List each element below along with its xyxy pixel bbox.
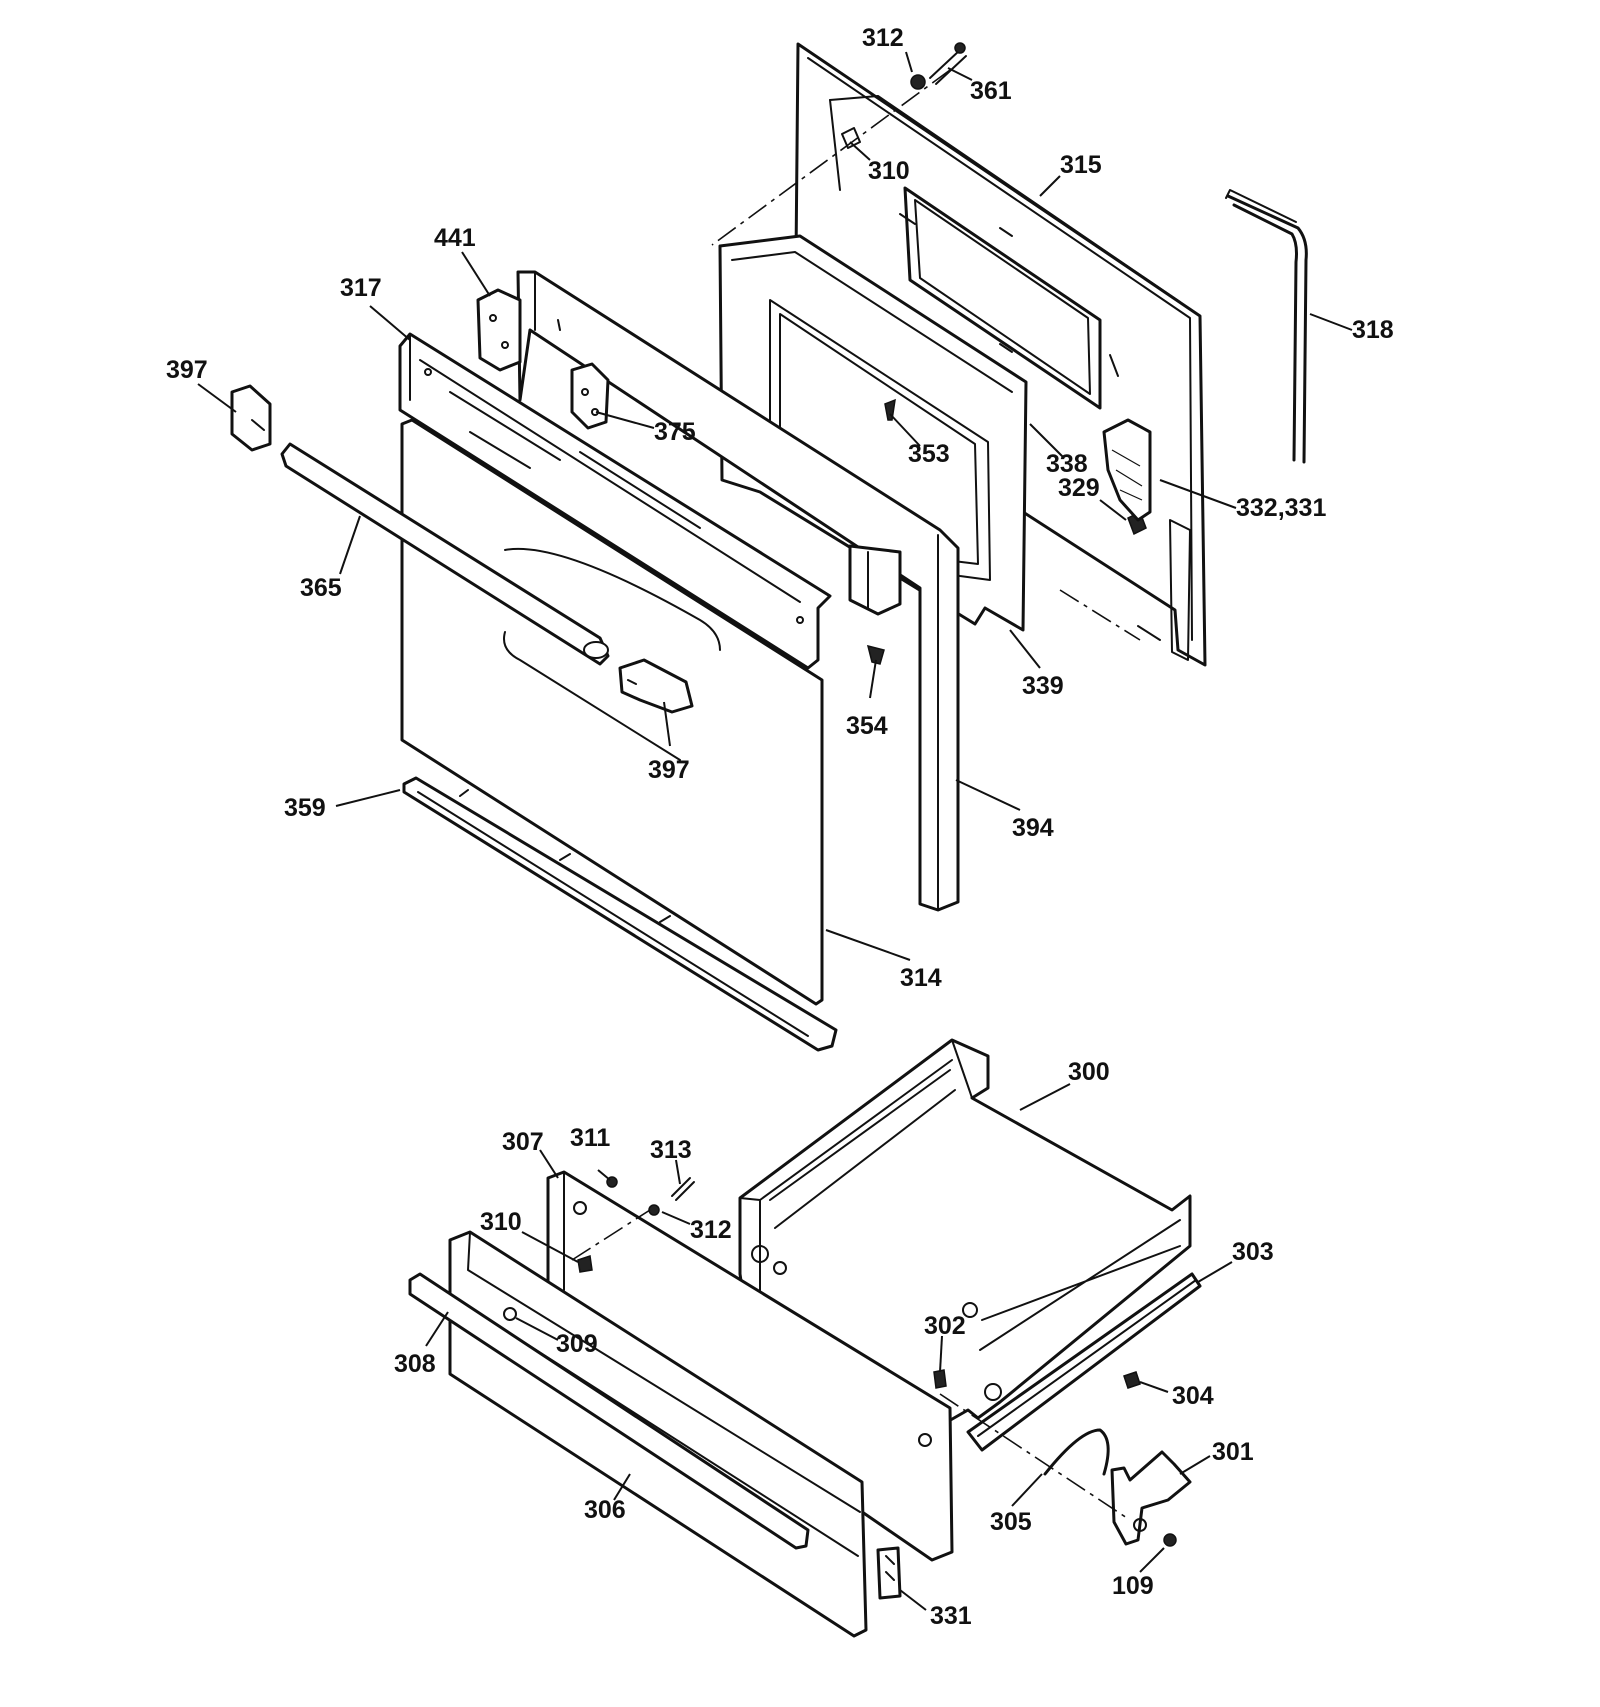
axis-line-drawer-a (571, 1209, 651, 1261)
label-310-upper: 310 (868, 157, 910, 185)
label-302: 302 (924, 1312, 966, 1340)
hinge-bracket-441 (476, 288, 522, 372)
label-365: 365 (300, 574, 342, 602)
drawer-rail-303 (966, 1272, 1202, 1452)
handle-end-cap-397-right (618, 658, 694, 714)
door-handle-365 (280, 442, 610, 666)
door-top-trim-317 (398, 332, 832, 670)
door-liner-315 (793, 42, 1207, 667)
label-317: 317 (340, 274, 382, 302)
label-310-lower: 310 (480, 1208, 522, 1236)
label-361: 361 (970, 77, 1012, 105)
label-331: 331 (930, 1602, 972, 1630)
axis-line-drawer-b (939, 1393, 1131, 1521)
label-109: 109 (1112, 1572, 1154, 1600)
label-309: 309 (556, 1330, 598, 1358)
spring-305 (1043, 1428, 1110, 1476)
label-313: 313 (650, 1136, 692, 1164)
screw-353 (884, 398, 896, 421)
label-338: 338 (1046, 450, 1088, 478)
screw-354 (866, 644, 885, 665)
label-305: 305 (990, 1508, 1032, 1536)
label-441: 441 (434, 224, 476, 252)
label-308: 308 (394, 1350, 436, 1378)
axis-line-upper (711, 69, 951, 246)
leader-lines (197, 51, 1353, 1611)
nut-109 (1163, 1533, 1177, 1547)
nut-312-upper (910, 74, 926, 90)
label-353: 353 (908, 440, 950, 468)
label-318: 318 (1352, 316, 1394, 344)
label-312-upper: 312 (862, 24, 904, 52)
label-304: 304 (1172, 1382, 1214, 1410)
label-315: 315 (1060, 151, 1102, 179)
door-frame-394 (516, 270, 960, 912)
label-354: 354 (846, 712, 888, 740)
block-331 (876, 1546, 902, 1600)
label-312-lower: 312 (690, 1216, 732, 1244)
roller-304 (1123, 1371, 1141, 1389)
drawer-handle-308 (408, 1272, 810, 1550)
label-306: 306 (584, 1496, 626, 1524)
screw-361 (929, 42, 967, 85)
label-375: 375 (654, 418, 696, 446)
label-307: 307 (502, 1128, 544, 1156)
label-311: 311 (570, 1124, 610, 1152)
door-outer-panel-314 (400, 418, 824, 1006)
label-301: 301 (1212, 1438, 1254, 1466)
bracket-375 (570, 362, 610, 430)
door-bottom-trim-359 (402, 776, 838, 1052)
handle-end-cap-397-left (230, 384, 272, 452)
label-303: 303 (1232, 1238, 1274, 1266)
spacer-310-lower (577, 1255, 593, 1273)
label-332-331: 332,331 (1236, 494, 1326, 522)
label-397-lower: 397 (648, 756, 690, 784)
part-labels: 312 361 310 315 318 441 317 397 375 353 … (166, 24, 1394, 1630)
screw-313 (671, 1177, 695, 1201)
hinge-bracket-301 (1110, 1450, 1192, 1546)
label-300: 300 (1068, 1058, 1110, 1086)
spacer-310-upper (841, 127, 861, 149)
screw-302 (933, 1369, 947, 1389)
door-gasket-318 (1225, 189, 1308, 464)
label-339: 339 (1022, 672, 1064, 700)
insulation-332-331 (1102, 418, 1152, 522)
label-397-upper: 397 (166, 356, 208, 384)
axis-line-liner (1059, 589, 1141, 641)
nut-312-lower (648, 1204, 660, 1216)
drawer-body-300 (738, 1038, 1192, 1428)
label-359: 359 (284, 794, 326, 822)
label-329: 329 (1058, 474, 1100, 502)
label-394: 394 (1012, 814, 1054, 842)
label-314: 314 (900, 964, 942, 992)
